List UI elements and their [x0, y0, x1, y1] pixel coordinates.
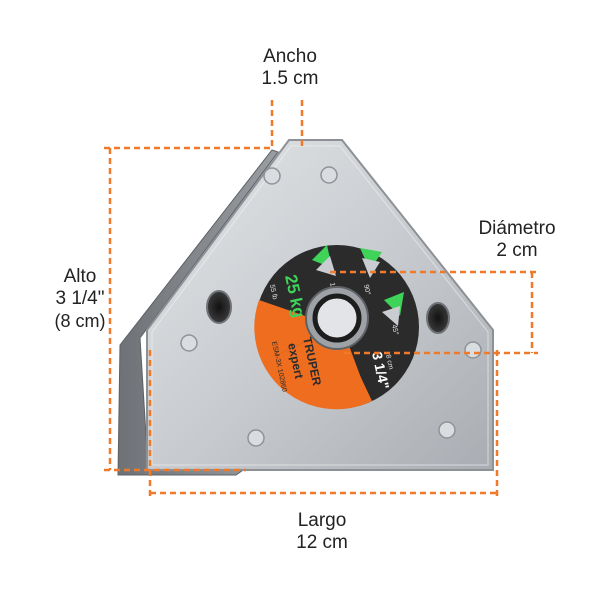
rivet-left [180, 334, 198, 352]
alto-value: 3 1/4" [55, 288, 105, 309]
diametro-value: 2 cm [496, 240, 538, 261]
rivet-bottom-left [247, 429, 265, 447]
dimension-lines [104, 100, 538, 500]
label-angle-90: 90° [362, 284, 372, 296]
label-size: 3 1/4" [369, 350, 393, 390]
alto-label: Alto 3 1/4" (8 cm) [30, 266, 130, 332]
angle-icon-45 [382, 292, 404, 326]
diametro-label: Diámetro 2 cm [452, 218, 582, 262]
largo-label: Largo 12 cm [262, 510, 382, 554]
rivet-top-right [320, 166, 338, 184]
side-hole-left [206, 290, 232, 324]
side-hole-right [426, 302, 450, 334]
rivet-top-left [263, 167, 281, 185]
rivet-right [464, 341, 482, 359]
diametro-name: Diámetro [478, 218, 556, 239]
angle-icon-90 [360, 248, 382, 278]
ancho-value: 1.5 cm [261, 68, 319, 89]
alto-name: Alto [63, 266, 97, 287]
largo-name: Largo [297, 510, 347, 531]
label-capacity-lb: 55 lb [268, 284, 278, 300]
ancho-name: Ancho [263, 46, 317, 67]
alto-value-metric: (8 cm) [54, 311, 106, 331]
center-hole [312, 293, 362, 343]
ancho-label: Ancho 1.5 cm [240, 46, 340, 90]
rivet-bottom-right [438, 421, 456, 439]
magnet-front-face-rounded [151, 145, 489, 466]
largo-value: 12 cm [296, 532, 348, 553]
label-size-metric: 8 cm [384, 354, 394, 370]
label-angle-45: 45° [390, 324, 400, 336]
